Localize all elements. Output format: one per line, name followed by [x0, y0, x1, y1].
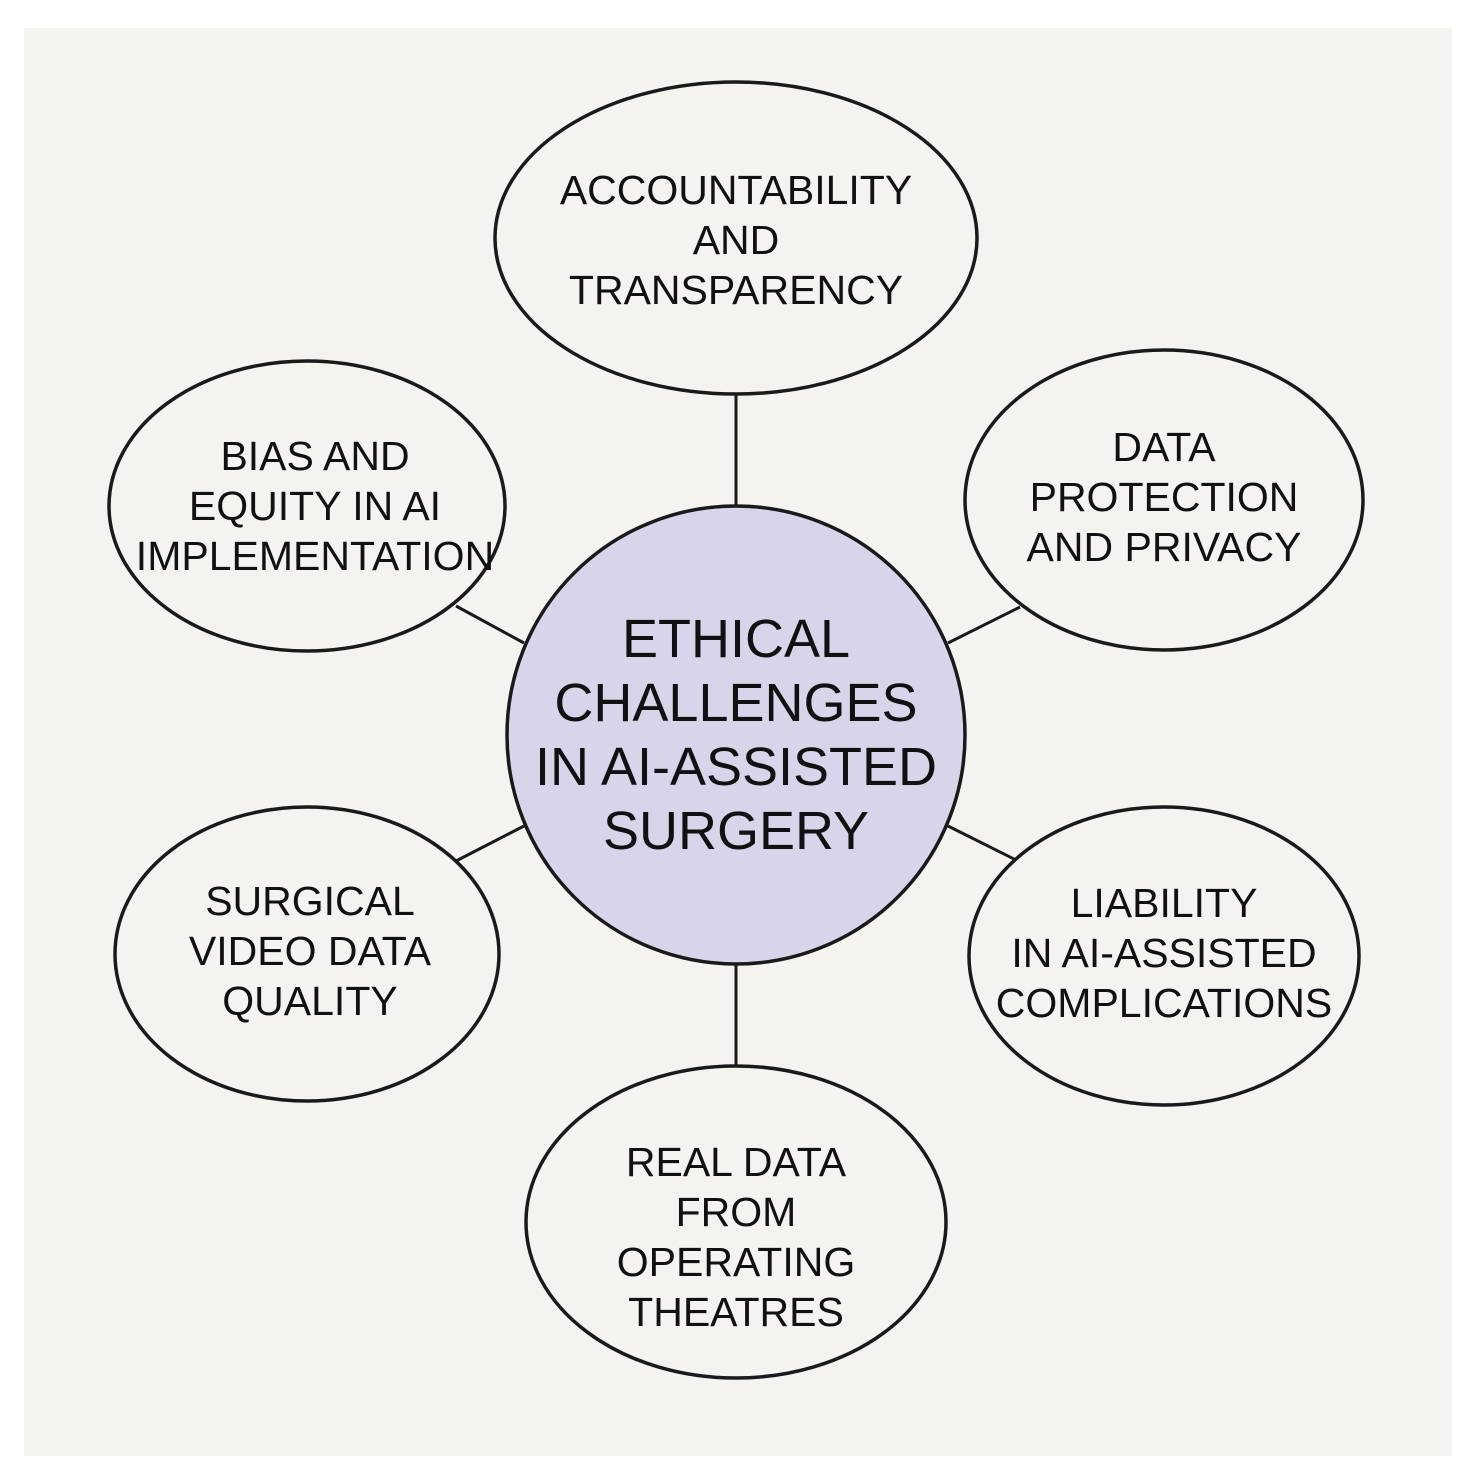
node-label-line: DATA	[1112, 424, 1216, 470]
node-label-line: FROM	[675, 1189, 797, 1235]
node-label-line: COMPLICATIONS	[995, 980, 1333, 1026]
node-label-line: REAL DATA	[625, 1139, 847, 1185]
node-bias-equity-label: BIAS AND EQUITY IN AI IMPLEMENTATION	[130, 431, 500, 581]
node-label-line: EQUITY IN AI	[188, 483, 442, 529]
center-title-line: IN AI-ASSISTED	[534, 737, 938, 797]
connector-liability	[947, 824, 1021, 864]
node-label-line: THEATRES	[628, 1289, 844, 1335]
connector-video-quality	[455, 824, 525, 863]
node-data-protection-ellipse	[963, 348, 1365, 652]
connector-data-protection	[947, 605, 1021, 645]
node-liability-ellipse	[967, 805, 1361, 1107]
connector-bias-equity	[455, 604, 525, 645]
center-circle	[505, 504, 967, 966]
node-bias-equity-ellipse	[107, 359, 507, 653]
node-label-line: IMPLEMENTATION	[135, 533, 495, 579]
node-real-data-label: REAL DATA FROM OPERATING THEATRES	[566, 1137, 906, 1337]
center-title-line: SURGERY	[602, 801, 870, 861]
node-real-data-ellipse	[524, 1064, 948, 1380]
center-title-line: CHALLENGES	[554, 673, 918, 733]
node-video-quality-ellipse	[113, 805, 501, 1103]
node-liability-label: LIABILITY IN AI-ASSISTED COMPLICATIONS	[984, 878, 1344, 1028]
node-video-quality-label: SURGICAL VIDEO DATA QUALITY	[140, 876, 480, 1026]
center-title-line: ETHICAL	[621, 609, 851, 669]
node-label-line: AND	[692, 217, 780, 263]
node-label-line: BIAS AND	[220, 433, 410, 479]
node-accountability-ellipse	[493, 80, 979, 396]
node-label-line: AND PRIVACY	[1026, 524, 1302, 570]
node-label-line: IN AI-ASSISTED	[1011, 930, 1317, 976]
center-title: ETHICAL CHALLENGES IN AI-ASSISTED SURGER…	[534, 607, 938, 863]
node-label-line: QUALITY	[222, 978, 398, 1024]
node-label-line: LIABILITY	[1070, 880, 1258, 926]
node-label-line: PROTECTION	[1029, 474, 1299, 520]
node-label-line: OPERATING	[616, 1239, 856, 1285]
node-label-line: SURGICAL	[205, 878, 415, 924]
node-label-line: VIDEO DATA	[188, 928, 432, 974]
node-label-line: TRANSPARENCY	[568, 267, 904, 313]
node-data-protection-label: DATA PROTECTION AND PRIVACY	[994, 422, 1334, 572]
node-accountability-label: ACCOUNTABILITY AND TRANSPARENCY	[536, 165, 936, 315]
node-label-line: ACCOUNTABILITY	[559, 167, 913, 213]
